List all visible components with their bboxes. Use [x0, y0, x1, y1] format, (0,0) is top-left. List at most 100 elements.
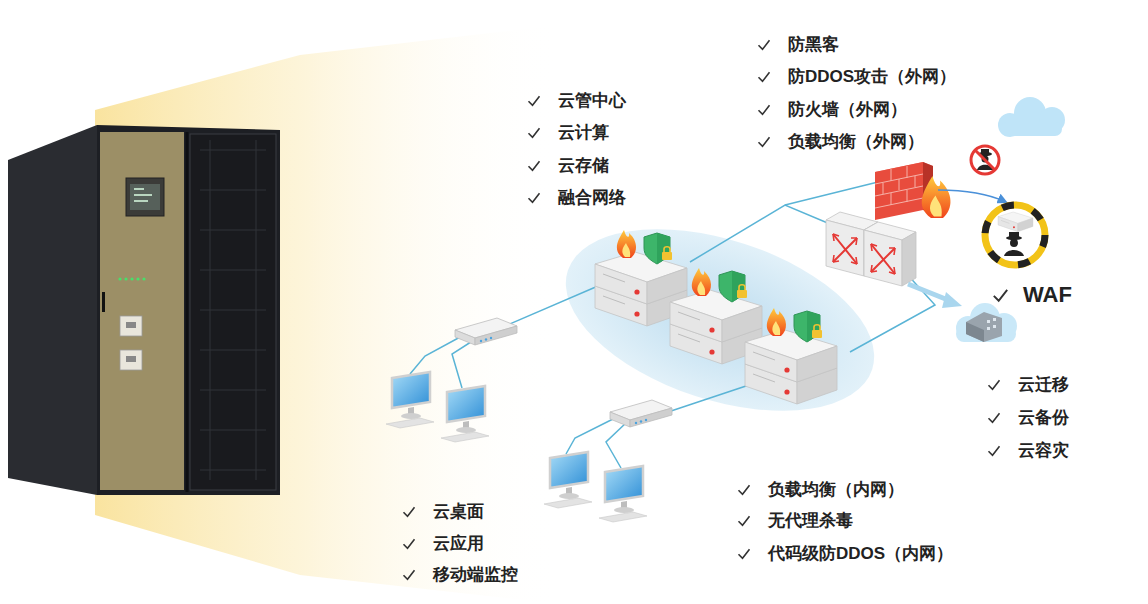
waf-label: WAF	[1023, 282, 1072, 308]
check-mark	[992, 286, 1009, 303]
check-stroke	[529, 193, 540, 202]
server-cabinet-part	[100, 132, 184, 490]
feature-text: 融合网络	[558, 188, 626, 208]
check-stroke	[404, 539, 415, 548]
waf-icon-part	[985, 205, 1045, 265]
light-glow	[95, 25, 560, 604]
check-stroke	[404, 507, 415, 516]
server-cabinet-part	[120, 350, 142, 370]
network-wire-part	[410, 336, 462, 374]
check-mark	[757, 103, 771, 117]
migration-arrow	[908, 284, 962, 308]
server-cabinet-part-part	[256, 140, 257, 480]
check-mark	[737, 483, 751, 497]
check-mark	[402, 537, 416, 551]
desktop-computer-part	[386, 372, 434, 428]
enterprise-cloud-part-part	[993, 318, 996, 321]
checklist-item: 防DDOS攻击（外网）	[757, 67, 956, 87]
enterprise-cloud-part-part	[993, 325, 996, 328]
router-device-part	[455, 318, 517, 345]
server-cabinet-part	[130, 184, 160, 210]
cloud-platform	[543, 194, 897, 445]
traffic-arrow	[938, 190, 1006, 202]
checklist-item: 云迁移	[987, 375, 1069, 395]
network-wire-part	[690, 205, 830, 262]
server-cabinet-part-part	[210, 140, 211, 480]
check-mark	[402, 568, 416, 582]
firewall-icon-part	[875, 162, 923, 220]
checklist-item: 云备份	[987, 408, 1069, 428]
server-cabinet-part-part	[134, 194, 152, 196]
check-mark	[527, 126, 541, 140]
server-cabinet-part	[118, 277, 145, 280]
checklist-item: 云计算	[527, 123, 609, 143]
checklist-item: 无代理杀毒	[737, 511, 853, 531]
firewall-icon-part-part	[915, 176, 916, 187]
check-stroke	[529, 96, 540, 105]
enterprise-cloud-part	[956, 303, 1017, 342]
check-mark	[527, 94, 541, 108]
feature-text: 云备份	[1018, 408, 1069, 428]
check-stroke	[759, 105, 770, 114]
feature-text: 云容灾	[1018, 441, 1069, 461]
server-stack	[745, 308, 837, 404]
enterprise-cloud-part	[966, 322, 984, 342]
feature-text: 云应用	[433, 534, 484, 554]
server-cabinet-part	[186, 132, 189, 492]
waf-icon-part	[998, 212, 1033, 232]
checklist-item: 云管中心	[527, 91, 626, 111]
checklist-item: 移动端监控	[402, 565, 518, 585]
enterprise-cloud-part-part	[987, 320, 990, 323]
check-mark	[737, 514, 751, 528]
enterprise-cloud	[956, 303, 1017, 342]
network-wire-part	[452, 340, 474, 388]
firewall-icon-part-part	[907, 166, 908, 178]
feature-text: 防DDOS攻击（外网）	[788, 67, 956, 87]
checklist-item: 负载均衡（外网）	[757, 132, 924, 152]
desktop-computer-part	[599, 466, 647, 522]
check-stroke	[989, 413, 1000, 422]
check-stroke	[404, 570, 415, 579]
hacker-blocked-icon-part	[971, 146, 999, 174]
check-mark	[527, 191, 541, 205]
checklist-item: 云容灾	[987, 441, 1069, 461]
checklist-item: 负载均衡（内网）	[737, 480, 904, 500]
check-stroke	[529, 128, 540, 137]
check-stroke	[739, 516, 750, 525]
internet-cloud-part	[1000, 122, 1062, 136]
checklist-item: 融合网络	[527, 188, 626, 208]
check-stroke	[989, 380, 1000, 389]
network-wire-part	[606, 422, 627, 468]
check-mark	[757, 135, 771, 149]
server-cabinet-part-part	[142, 277, 145, 280]
server-cabinet-part	[126, 178, 164, 216]
enterprise-cloud-part	[987, 318, 996, 330]
check-mark	[402, 505, 416, 519]
server-cabinet-part	[102, 292, 105, 312]
network-wire-part	[668, 382, 758, 412]
feature-text: 负载均衡（内网）	[768, 480, 904, 500]
check-stroke	[759, 40, 770, 49]
check-mark	[987, 378, 1001, 392]
server-stack-part	[692, 268, 711, 296]
network-wire-part	[850, 272, 935, 352]
feature-text: 云迁移	[1018, 375, 1069, 395]
enterprise-cloud-part	[966, 312, 1002, 342]
server-cabinet-part-part	[136, 277, 139, 280]
feature-text: 防火墙（外网）	[788, 100, 907, 120]
server-stack-part	[670, 290, 762, 342]
switch-device	[826, 212, 916, 286]
firewall-icon	[875, 162, 951, 220]
firewall-icon-part-part	[899, 179, 900, 190]
server-stack-part	[794, 311, 822, 342]
check-stroke	[529, 161, 540, 170]
checklist-item: 云应用	[402, 534, 484, 554]
check-stroke	[994, 290, 1007, 301]
server-cabinet-part	[97, 125, 280, 495]
firewall-icon-part	[875, 166, 923, 208]
server-cabinet-part-part	[134, 200, 148, 202]
check-mark	[987, 444, 1001, 458]
firewall-icon-part-part	[907, 190, 908, 202]
